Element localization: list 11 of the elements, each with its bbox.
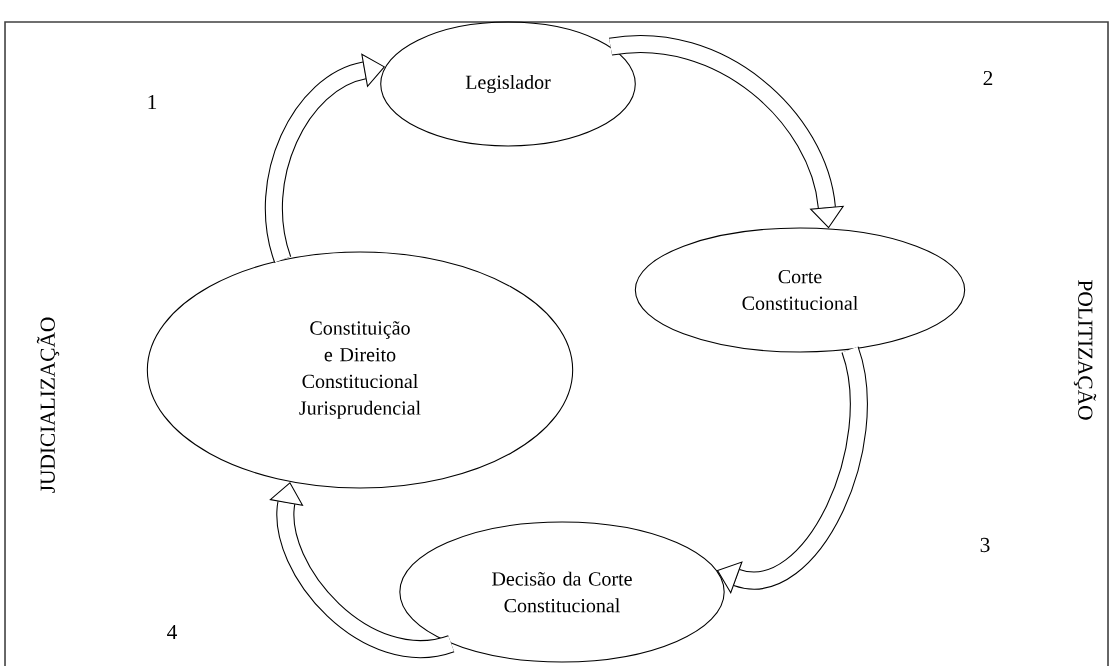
ellipse-node: Corte Constitucional: [634, 227, 966, 353]
number-label: 1: [148, 94, 157, 110]
ellipse-node: Decisão da Corte Constitucional: [399, 521, 725, 663]
ellipse-node: Legislador: [380, 21, 636, 147]
ellipse-node: Constituição e Direito Constitucional Jurisprudencial: [146, 251, 574, 489]
curved-arrow: [609, 35, 845, 229]
number-label: 3: [980, 537, 990, 553]
number-label: 2: [983, 70, 993, 86]
number-label: 4: [167, 625, 177, 639]
side-label: JUDICIALIZAÇÃO: [36, 317, 60, 493]
side-label: POLITIZAÇÃO: [1073, 280, 1097, 420]
